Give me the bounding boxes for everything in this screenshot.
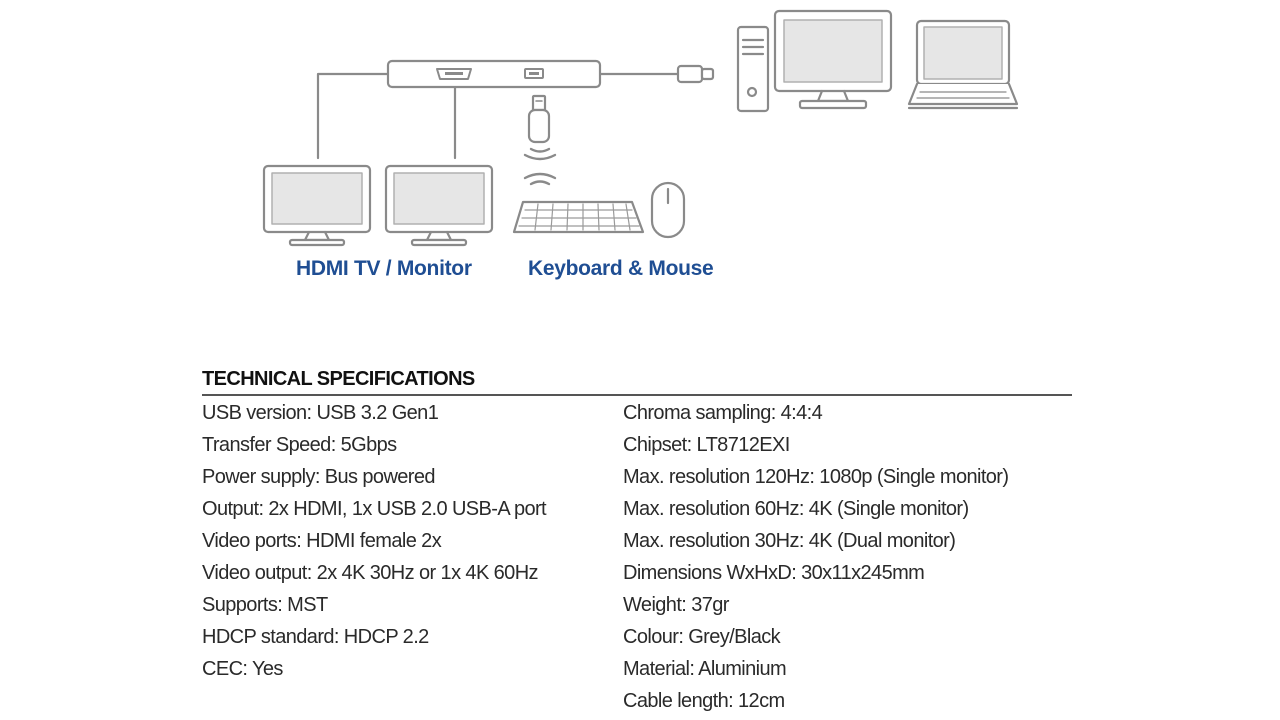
spec-item: Output: 2x HDMI, 1x USB 2.0 USB-A port <box>202 498 547 520</box>
hdmi-monitor-icon <box>384 164 494 247</box>
caption-keyboard-mouse: Keyboard & Mouse <box>528 257 714 280</box>
mouse-icon <box>650 181 686 239</box>
technical-specifications-section: TECHNICAL SPECIFICATIONS USB version: US… <box>202 367 1072 712</box>
spec-item: Weight: 37gr <box>623 594 729 616</box>
spec-item: Power supply: Bus powered <box>202 466 436 488</box>
connection-diagram <box>262 9 1019 247</box>
desktop-monitor-icon <box>773 9 893 110</box>
specs-heading: TECHNICAL SPECIFICATIONS <box>202 367 1072 396</box>
specs-column-left: USB version: USB 3.2 Gen1 Transfer Speed… <box>202 397 547 685</box>
usb-dongle-icon <box>527 94 551 144</box>
spec-item: Colour: Grey/Black <box>623 626 781 648</box>
spec-item: Cable length: 12cm <box>623 690 785 712</box>
usb-c-plug-icon <box>676 64 715 84</box>
spec-item: Chipset: LT8712EXI <box>623 434 790 456</box>
spec-item: HDCP standard: HDCP 2.2 <box>202 626 429 648</box>
laptop-icon <box>907 19 1019 110</box>
spec-item: Video ports: HDMI female 2x <box>202 530 442 552</box>
specs-column-right: Chroma sampling: 4:4:4 Chipset: LT8712EX… <box>623 397 1009 717</box>
spec-item: Max. resolution 120Hz: 1080p (Single mon… <box>623 466 1009 488</box>
hdmi-monitor-icon <box>262 164 372 247</box>
spec-item: Transfer Speed: 5Gbps <box>202 434 397 456</box>
wireless-signal-icon <box>523 147 557 186</box>
desktop-tower-icon <box>736 25 770 113</box>
spec-item: CEC: Yes <box>202 658 283 680</box>
spec-item: Supports: MST <box>202 594 328 616</box>
spec-item: USB version: USB 3.2 Gen1 <box>202 402 439 424</box>
spec-item: Max. resolution 60Hz: 4K (Single monitor… <box>623 498 969 520</box>
usb-c-hub-icon <box>386 59 602 89</box>
spec-item: Dimensions WxHxD: 30x11x245mm <box>623 562 925 584</box>
cable-line-monitor-1 <box>316 72 390 160</box>
spec-item: Chroma sampling: 4:4:4 <box>623 402 823 424</box>
keyboard-icon <box>512 200 645 234</box>
spec-item: Video output: 2x 4K 30Hz or 1x 4K 60Hz <box>202 562 539 584</box>
spec-item: Material: Aluminium <box>623 658 787 680</box>
spec-item: Max. resolution 30Hz: 4K (Dual monitor) <box>623 530 956 552</box>
caption-hdmi-monitor: HDMI TV / Monitor <box>296 257 472 280</box>
